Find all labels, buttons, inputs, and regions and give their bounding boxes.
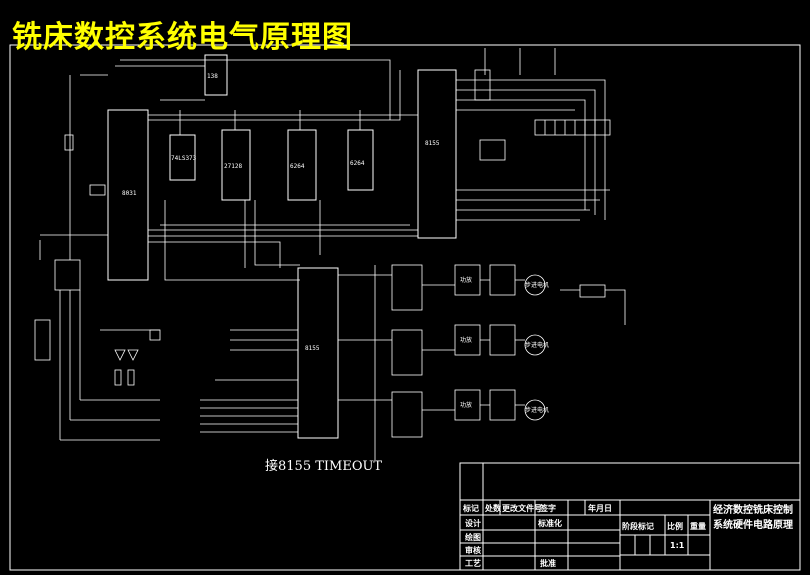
tb-header-mark: 标记 <box>462 503 479 513</box>
page-title: 铣床数控系统电气原理图 <box>12 20 353 55</box>
motor-label-1: 步进电机 <box>525 281 549 289</box>
tb-header-sign: 签字 <box>539 503 556 513</box>
ram-label: 6264 <box>290 163 305 170</box>
display-section <box>456 48 611 221</box>
tb-row-draw: 绘图 <box>465 532 481 542</box>
left-components <box>34 74 161 441</box>
io2-chip <box>297 267 339 439</box>
tb-header-count: 处数 <box>484 503 502 513</box>
drive-channels <box>338 264 626 438</box>
tb-row-design: 设计 <box>465 518 481 528</box>
ram-chip <box>287 129 317 201</box>
tb-stage: 阶段标记 <box>622 521 654 531</box>
tb-drawing-title-2: 系统硬件电路原理 <box>713 518 793 531</box>
latch-chip <box>169 134 196 181</box>
tb-row-check: 审核 <box>465 545 481 555</box>
tb-scale-value: 1:1 <box>670 541 685 550</box>
io1-label: 8155 <box>425 140 440 147</box>
cpu-chip <box>107 109 149 281</box>
tb-approve: 批准 <box>540 558 556 568</box>
motor-label-3: 步进电机 <box>525 406 549 414</box>
tb-std: 标准化 <box>537 518 562 528</box>
io1-chip <box>417 69 457 239</box>
decoder-label: 138 <box>207 73 218 80</box>
tb-header-doc: 更改文件号 <box>502 503 542 513</box>
io2-label: 8155 <box>305 345 320 352</box>
eprom-label: 27128 <box>224 163 242 170</box>
tb-drawing-title-1: 经济数控铣床控制 <box>713 503 793 516</box>
cpu-label: 8031 <box>122 190 137 197</box>
motor-label-2: 步进电机 <box>525 341 549 349</box>
tb-weight-label: 重量 <box>690 521 706 531</box>
ram2-chip <box>347 129 374 191</box>
drive-label-3: 功放 <box>460 401 472 409</box>
tb-header-date: 年月日 <box>588 503 612 513</box>
drive-label-2: 功放 <box>460 336 472 344</box>
title-block <box>459 462 801 571</box>
drive-label-1: 功放 <box>460 276 472 284</box>
address-bus <box>115 59 418 281</box>
latch-label: 74LS373 <box>171 155 197 162</box>
drawing-border <box>9 44 801 571</box>
timeout-note: 接8155 TIMEOUT <box>265 459 383 474</box>
tb-scale-label: 比例 <box>667 521 683 531</box>
tb-row-process: 工艺 <box>465 558 481 568</box>
keyboard-inputs <box>200 265 376 460</box>
eprom-chip <box>221 129 251 201</box>
decoder-chip <box>204 54 228 96</box>
ram2-label: 6264 <box>350 160 365 167</box>
